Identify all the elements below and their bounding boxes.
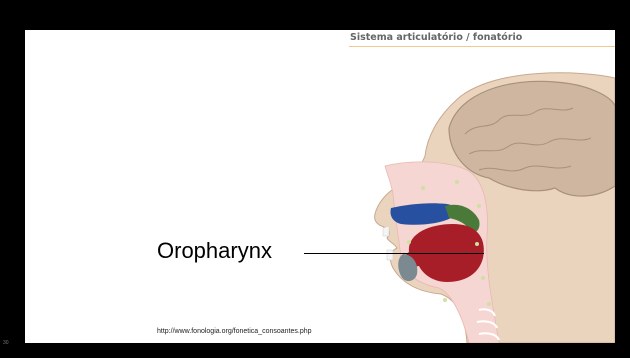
upper-teeth [383,226,389,236]
label-pointer-line [304,253,484,254]
lower-teeth [387,250,393,260]
slide: Sistema articulatório / fonatório Oropha… [25,30,615,343]
anatomy-figure: Sistema articulatório / fonatório [349,30,615,343]
title-underline [349,46,615,47]
oropharynx-label: Oropharynx [157,238,272,264]
source-link[interactable]: http://www.fonologia.org/fonetica_consoa… [157,328,312,335]
figure-title: Sistema articulatório / fonatório [350,32,522,43]
head-sagittal-anatomy-illustration [349,30,615,343]
slide-number: 30 [3,340,9,346]
